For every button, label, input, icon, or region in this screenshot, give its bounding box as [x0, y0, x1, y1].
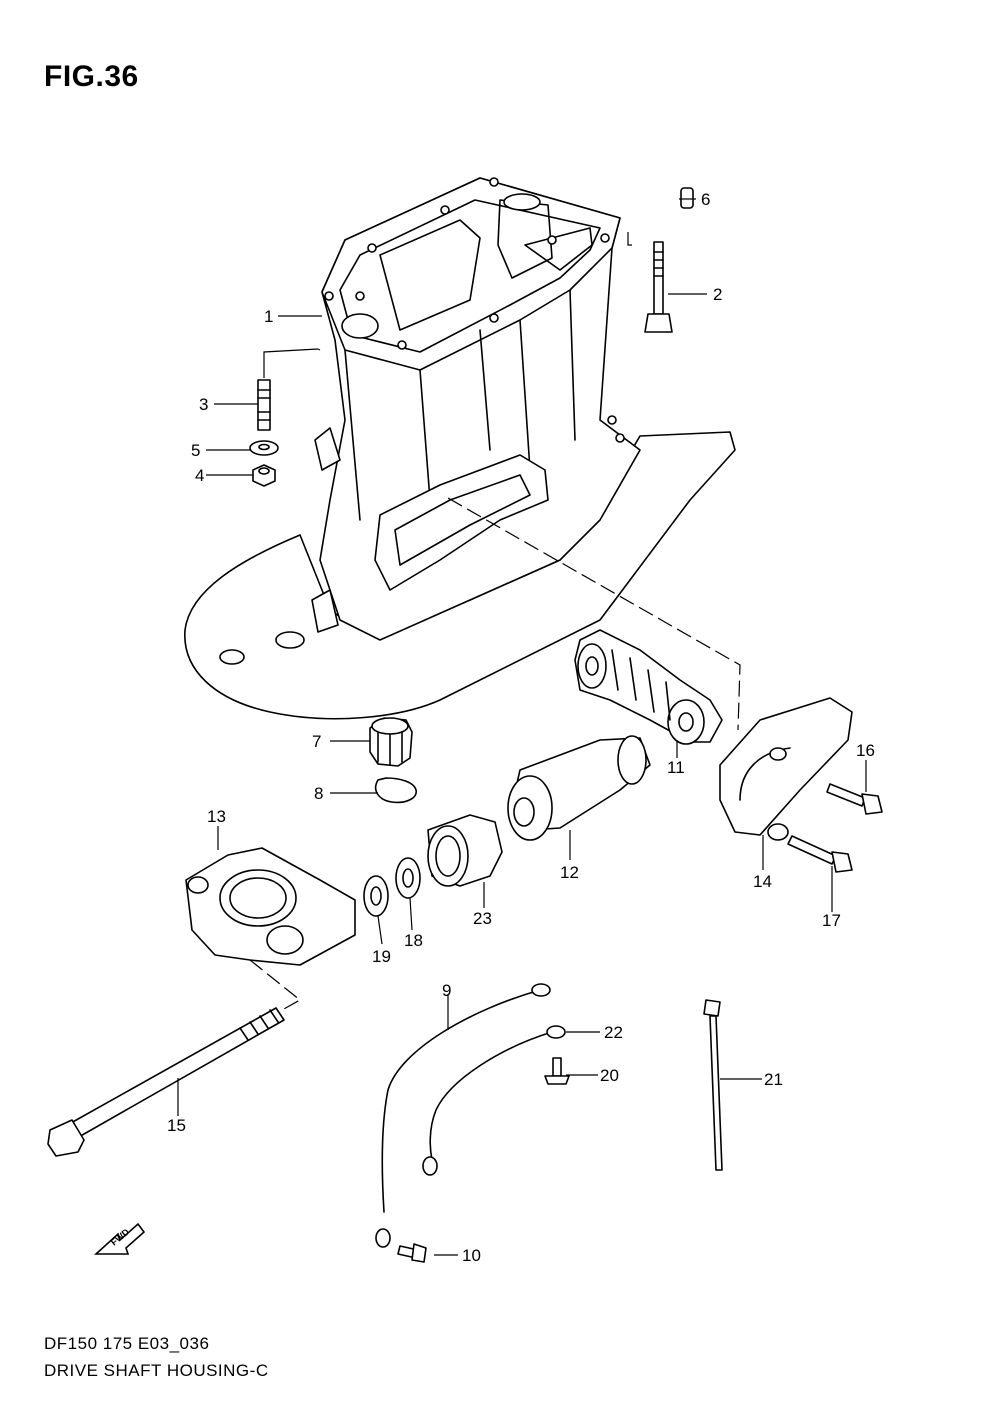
rubber-mount[interactable] — [574, 629, 723, 745]
callout-4: 4 — [195, 466, 204, 485]
callout-5: 5 — [191, 441, 200, 460]
callout-19: 19 — [372, 947, 391, 966]
callout-3: 3 — [199, 395, 208, 414]
ground-cable-9[interactable] — [375, 983, 551, 1248]
callout-18: 18 — [404, 931, 423, 950]
callout-14: 14 — [753, 872, 772, 891]
cable-tie[interactable] — [703, 999, 723, 1171]
screw-10[interactable] — [397, 1243, 427, 1263]
callout-8: 8 — [314, 784, 323, 803]
model-code: DF150 175 E03_036 — [44, 1334, 210, 1353]
mount-bracket[interactable] — [719, 697, 853, 841]
callout-labels: 1 2 3 4 5 6 7 8 9 10 11 12 13 14 15 16 1… — [167, 190, 875, 1265]
leader-lines — [177, 198, 867, 1256]
through-bolt[interactable] — [47, 1007, 285, 1157]
mount-bushing[interactable] — [507, 735, 651, 841]
callout-13: 13 — [207, 807, 226, 826]
diagram-caption: DRIVE SHAFT HOUSING-C — [44, 1361, 269, 1380]
figure-title: FIG.36 — [44, 60, 139, 93]
callout-2: 2 — [713, 285, 722, 304]
callout-21: 21 — [764, 1070, 783, 1089]
washer[interactable] — [249, 440, 279, 456]
callout-6: 6 — [701, 190, 710, 209]
drain-plug[interactable] — [369, 717, 413, 767]
thrust-washer-18[interactable] — [395, 857, 421, 899]
mount-bolt-16[interactable] — [826, 783, 883, 815]
thrust-washer-19[interactable] — [363, 875, 389, 917]
dowel-pin[interactable] — [680, 187, 694, 209]
callout-23: 23 — [473, 909, 492, 928]
sleeve[interactable] — [427, 814, 503, 887]
callout-10: 10 — [462, 1246, 481, 1265]
stud-bolt[interactable] — [257, 379, 271, 431]
nut[interactable] — [252, 464, 276, 487]
drive-shaft-housing[interactable] — [184, 177, 736, 720]
housing-bolt[interactable] — [644, 241, 673, 333]
callout-11: 11 — [667, 758, 685, 777]
fwd-arrow-icon: FWD — [93, 1222, 146, 1255]
screw-20[interactable] — [544, 1057, 570, 1085]
callout-22: 22 — [604, 1023, 623, 1042]
callout-17: 17 — [822, 911, 841, 930]
retaining-clip[interactable] — [374, 777, 417, 804]
callout-7: 7 — [312, 732, 321, 751]
clamp-block[interactable] — [185, 847, 356, 966]
callout-1: 1 — [264, 307, 273, 326]
ground-cable-22[interactable] — [422, 1025, 566, 1176]
callout-15: 15 — [167, 1116, 186, 1135]
callout-16: 16 — [856, 741, 875, 760]
callout-20: 20 — [600, 1066, 619, 1085]
callout-9: 9 — [442, 981, 451, 1000]
mount-bolt-17[interactable] — [787, 835, 853, 873]
callout-12: 12 — [560, 863, 579, 882]
